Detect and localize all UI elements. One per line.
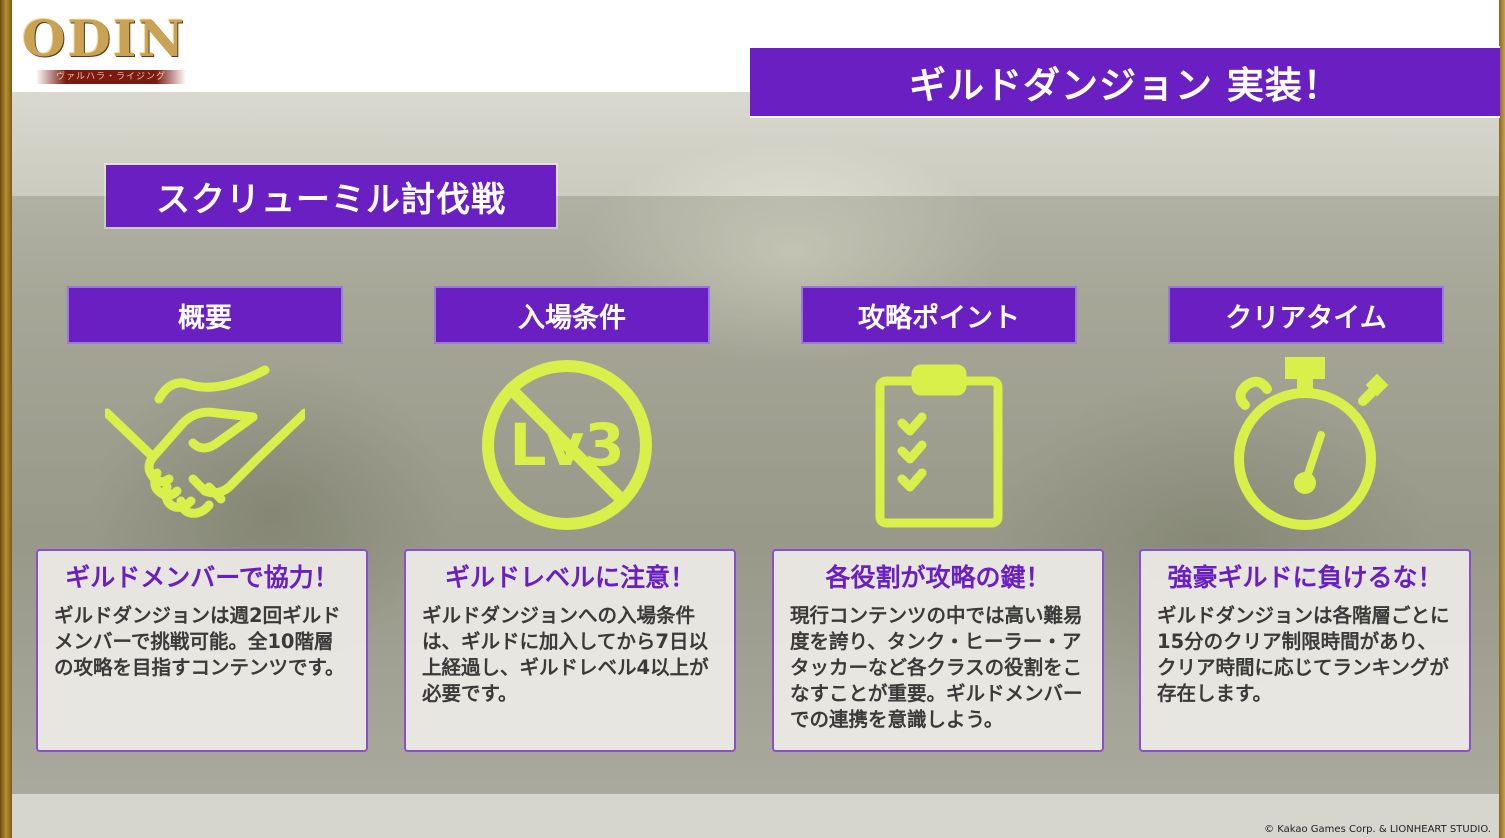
stopwatch-icon: [1205, 355, 1405, 535]
handshake-icon: [105, 355, 305, 535]
footer-strip: [12, 794, 1499, 838]
column-header-entry-requirements: 入場条件: [434, 286, 710, 344]
section-title: スクリューミル討伐戦: [106, 165, 556, 227]
gold-frame-right: [1499, 0, 1505, 838]
card-overview: ギルドメンバーで協力！ ギルドダンジョンは週2回ギルドメンバーで挑戦可能。全10…: [36, 549, 368, 752]
card-body: ギルドダンジョンは各階層ごとに15分のクリア制限時間があり、クリア時間に応じてラ…: [1157, 604, 1450, 705]
level-restriction-icon: Lv3: [467, 355, 667, 535]
card-strategy-points: 各役割が攻略の鍵！ 現行コンテンツの中では高い難易度を誇り、タンク・ヒーラー・ア…: [772, 549, 1104, 752]
checklist-clipboard-icon: [838, 355, 1038, 535]
card-title: ギルドレベルに注意！: [444, 563, 695, 592]
logo-subtitle: ヴァルハラ・ライジング: [36, 70, 186, 84]
column-header-strategy-points: 攻略ポイント: [801, 286, 1077, 344]
card-title: 強豪ギルドに負けるな！: [1167, 563, 1443, 592]
card-clear-time: 強豪ギルドに負けるな！ ギルドダンジョンは各階層ごとに15分のクリア制限時間があ…: [1139, 549, 1471, 752]
card-title: 各役割が攻略の鍵！: [825, 563, 1051, 592]
odin-logo: ODIN ヴァルハラ・ライジング: [22, 8, 186, 86]
card-body: ギルドダンジョンは週2回ギルドメンバーで挑戦可能。全10階層の攻略を目指すコンテ…: [54, 604, 345, 679]
card-title: ギルドメンバーで協力！: [65, 563, 339, 592]
card-entry-requirements: ギルドレベルに注意！ ギルドダンジョンへの入場条件は、ギルドに加入してから7日以…: [404, 549, 736, 752]
card-body: ギルドダンジョンへの入場条件は、ギルドに加入してから7日以上経過し、ギルドレベル…: [422, 604, 709, 705]
page-title: ギルドダンジョン 実装！: [750, 46, 1500, 118]
gold-frame-left: [0, 0, 12, 838]
copyright-text: © Kakao Games Corp. & LIONHEART STUDIO.: [1264, 824, 1491, 835]
column-header-overview: 概要: [67, 286, 343, 344]
logo-text: ODIN: [22, 9, 187, 68]
card-body: 現行コンテンツの中では高い難易度を誇り、タンク・ヒーラー・アタッカーなど各クラス…: [790, 604, 1083, 731]
column-header-clear-time: クリアタイム: [1168, 286, 1444, 344]
